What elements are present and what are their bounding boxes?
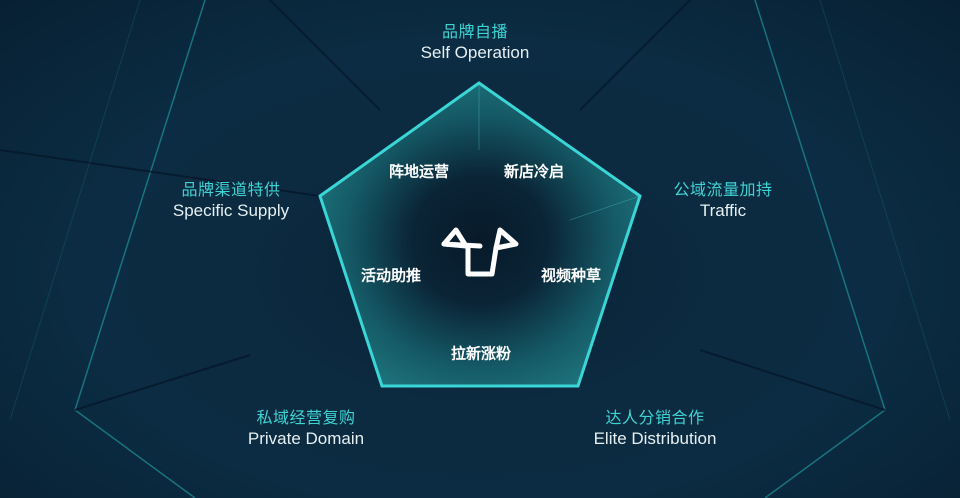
outer-label-zh: 公域流量加持	[673, 180, 773, 199]
outer-label-zh: 品牌自播	[441, 22, 508, 41]
inner-label-campaign-boost: 活动助推	[360, 266, 422, 285]
outer-label-zh: 达人分销合作	[605, 408, 705, 427]
outer-label-zh: 私域经营复购	[256, 408, 356, 427]
outer-label-en: Elite Distribution	[593, 429, 717, 448]
inner-label-fan-growth: 拉新涨粉	[450, 344, 512, 363]
outer-label-en: Traffic	[699, 201, 747, 220]
outer-label-en: Specific Supply	[172, 201, 290, 220]
inner-label-new-store-start: 新店冷启	[503, 162, 565, 181]
outer-label-elite-distribution: 达人分销合作 Elite Distribution	[594, 408, 717, 449]
center-pentagon	[318, 81, 642, 388]
outer-label-traffic: 公域流量加持 Traffic	[673, 180, 772, 221]
outer-label-self-operation: 品牌自播 Self Operation	[421, 22, 530, 63]
inner-label-position-operation: 阵地运营	[388, 162, 450, 181]
connector-lines	[0, 0, 886, 411]
outer-label-en: Private Domain	[247, 429, 365, 448]
outer-label-en: Self Operation	[420, 43, 530, 62]
perspective-lines	[74, 0, 886, 498]
outer-label-zh: 品牌渠道特供	[181, 180, 281, 199]
bull-head-icon	[441, 227, 519, 277]
outer-label-specific-supply: 品牌渠道特供 Specific Supply	[173, 180, 289, 221]
inner-label-video-seeding: 视频种草	[540, 266, 602, 285]
outer-label-private-domain: 私域经营复购 Private Domain	[248, 408, 364, 449]
